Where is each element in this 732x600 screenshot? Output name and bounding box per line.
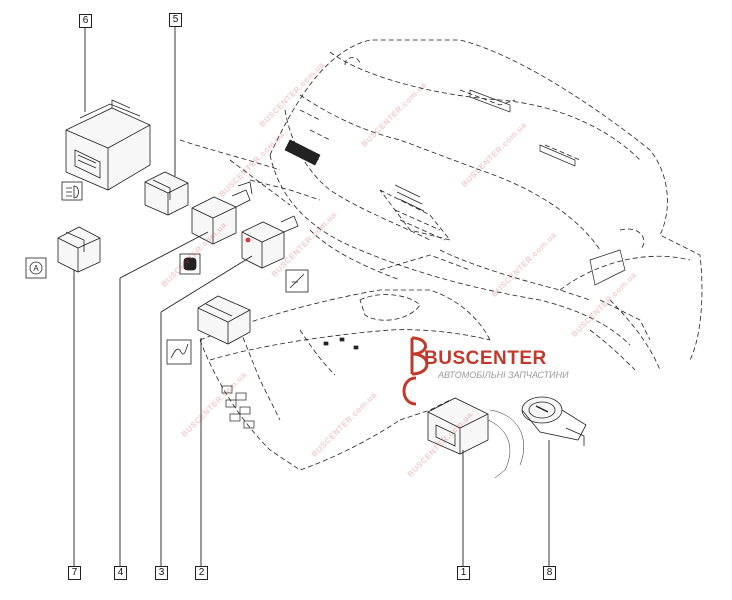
- callout-5: 5: [169, 13, 182, 27]
- leader-lines: [73, 26, 550, 566]
- callout-1: 1: [457, 566, 470, 580]
- part-7-switch: [57, 226, 101, 273]
- symbol-auto-hold-icon: A: [25, 257, 47, 279]
- callout-3: 3: [155, 566, 168, 580]
- part-3-switch: [241, 215, 299, 269]
- callout-7: 7: [68, 566, 81, 580]
- symbol-headlight-leveling-icon: [61, 181, 83, 201]
- part-4-switch: [191, 181, 253, 245]
- callout-4: 4: [114, 566, 127, 580]
- part-8-start-button: [521, 396, 587, 446]
- center-console-outline: [199, 254, 491, 471]
- callout-8: 8: [543, 566, 556, 580]
- svg-text:A: A: [33, 264, 39, 273]
- part-5-switch: [144, 171, 189, 216]
- logo-tagline: АВТОМОБІЛЬНІ ЗАПЧАСТИНИ: [438, 370, 569, 380]
- dashboard-outline: [179, 39, 703, 371]
- air-vents: [284, 89, 626, 286]
- symbol-graph-curve-icon: [166, 339, 192, 365]
- part-1-switch-module: [427, 397, 524, 479]
- console-switch-bank: [221, 337, 359, 429]
- callout-6: 6: [79, 14, 92, 28]
- callout-2: 2: [195, 566, 208, 580]
- part-6-lighting-switch-block: [65, 99, 151, 191]
- logo-wordmark: BUSCENTER: [424, 348, 547, 369]
- buscenter-logo: BUSCENTER АВТОМОБІЛЬНІ ЗАПЧАСТИНИ: [398, 334, 569, 414]
- symbol-hill-descent-icon: [285, 269, 309, 293]
- symbol-tpms-icon: [179, 253, 201, 275]
- part-2-switch: [197, 295, 251, 345]
